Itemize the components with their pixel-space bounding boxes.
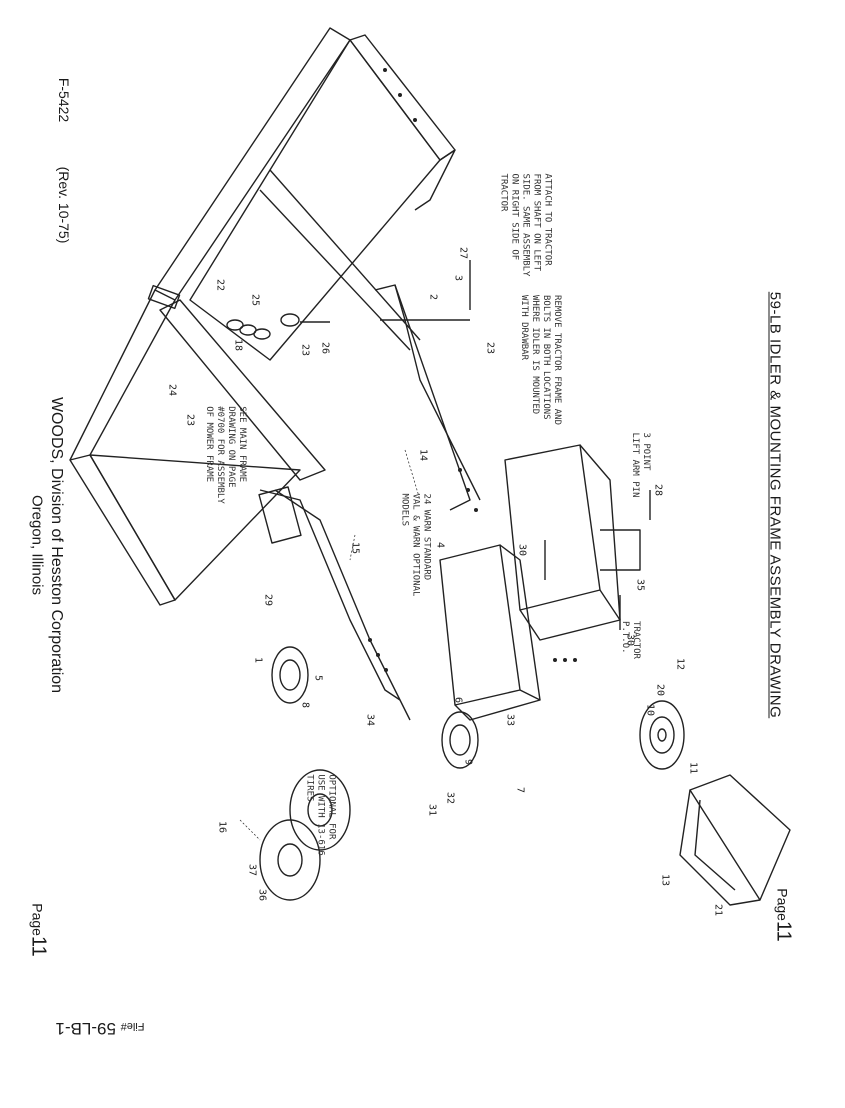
callout-25: 25	[249, 293, 261, 307]
callout-23c: 23	[184, 413, 196, 427]
callout-27: 27	[457, 246, 469, 260]
mower-deck-frame	[69, 27, 456, 606]
note-lift-arm: 3 POINT LIFT ARM PIN	[630, 432, 651, 498]
callout-35: 35	[634, 578, 646, 592]
note-standard-models: 24 WARN STANDARD VAL & WARN OPTIONAL MOD…	[399, 493, 432, 597]
callout-11: 11	[687, 761, 699, 775]
pulleys	[271, 646, 685, 770]
note-optional: OPTIONAL FOR USE WITH 13-616 TIRES	[304, 774, 337, 856]
callout-12: 12	[674, 657, 686, 671]
callout-36: 36	[256, 888, 268, 902]
note-tractor-frame: REMOVE TRACTOR FRAME AND BOLTS IN BOTH L…	[519, 294, 562, 426]
optional-wheels	[259, 769, 351, 901]
idler-bracket	[439, 444, 641, 721]
mounting-rail	[258, 284, 481, 721]
callout-5: 5	[312, 674, 324, 682]
callout-10: 10	[644, 703, 656, 717]
callout-37: 37	[246, 863, 258, 877]
callout-22: 22	[214, 278, 226, 292]
callout-7: 7	[514, 786, 526, 794]
callout-29: 29	[262, 593, 274, 607]
note-see-main-frame: SEE MAIN FRAME DRAWING ON PAGE #0700 FOR…	[204, 406, 247, 504]
callout-4: 4	[434, 541, 446, 549]
callout-8: 8	[299, 701, 311, 709]
callout-16: 16	[216, 820, 228, 834]
leader-lines	[239, 449, 421, 841]
callout-1: 1	[252, 656, 264, 664]
callout-3: 3	[452, 274, 464, 282]
shield-cover	[679, 774, 791, 906]
callout-9: 9	[462, 758, 474, 766]
callout-31: 31	[426, 803, 438, 817]
note-attach: ATTACH TO TRACTOR FROM SHAFT ON LEFT SID…	[498, 173, 553, 277]
callout-21: 21	[712, 903, 724, 917]
callout-13: 13	[659, 873, 671, 887]
callout-30b: 30	[624, 633, 636, 647]
callout-18: 18	[232, 338, 244, 352]
callout-14a: 14	[417, 448, 429, 462]
callout-33: 33	[504, 713, 516, 727]
callout-34: 34	[364, 713, 376, 727]
callout-24: 24	[166, 383, 178, 397]
callout-15: 15	[349, 541, 361, 555]
callout-28: 28	[652, 483, 664, 497]
callout-20: 20	[654, 683, 666, 697]
callout-23a: 23	[484, 341, 496, 355]
callout-23b: 23	[299, 343, 311, 357]
callout-2: 2	[427, 293, 439, 301]
callout-26: 26	[319, 341, 331, 355]
callout-32: 32	[444, 791, 456, 805]
callout-30a: 30	[516, 543, 528, 557]
chain-and-bolts	[226, 260, 651, 630]
callout-6: 6	[452, 696, 464, 704]
